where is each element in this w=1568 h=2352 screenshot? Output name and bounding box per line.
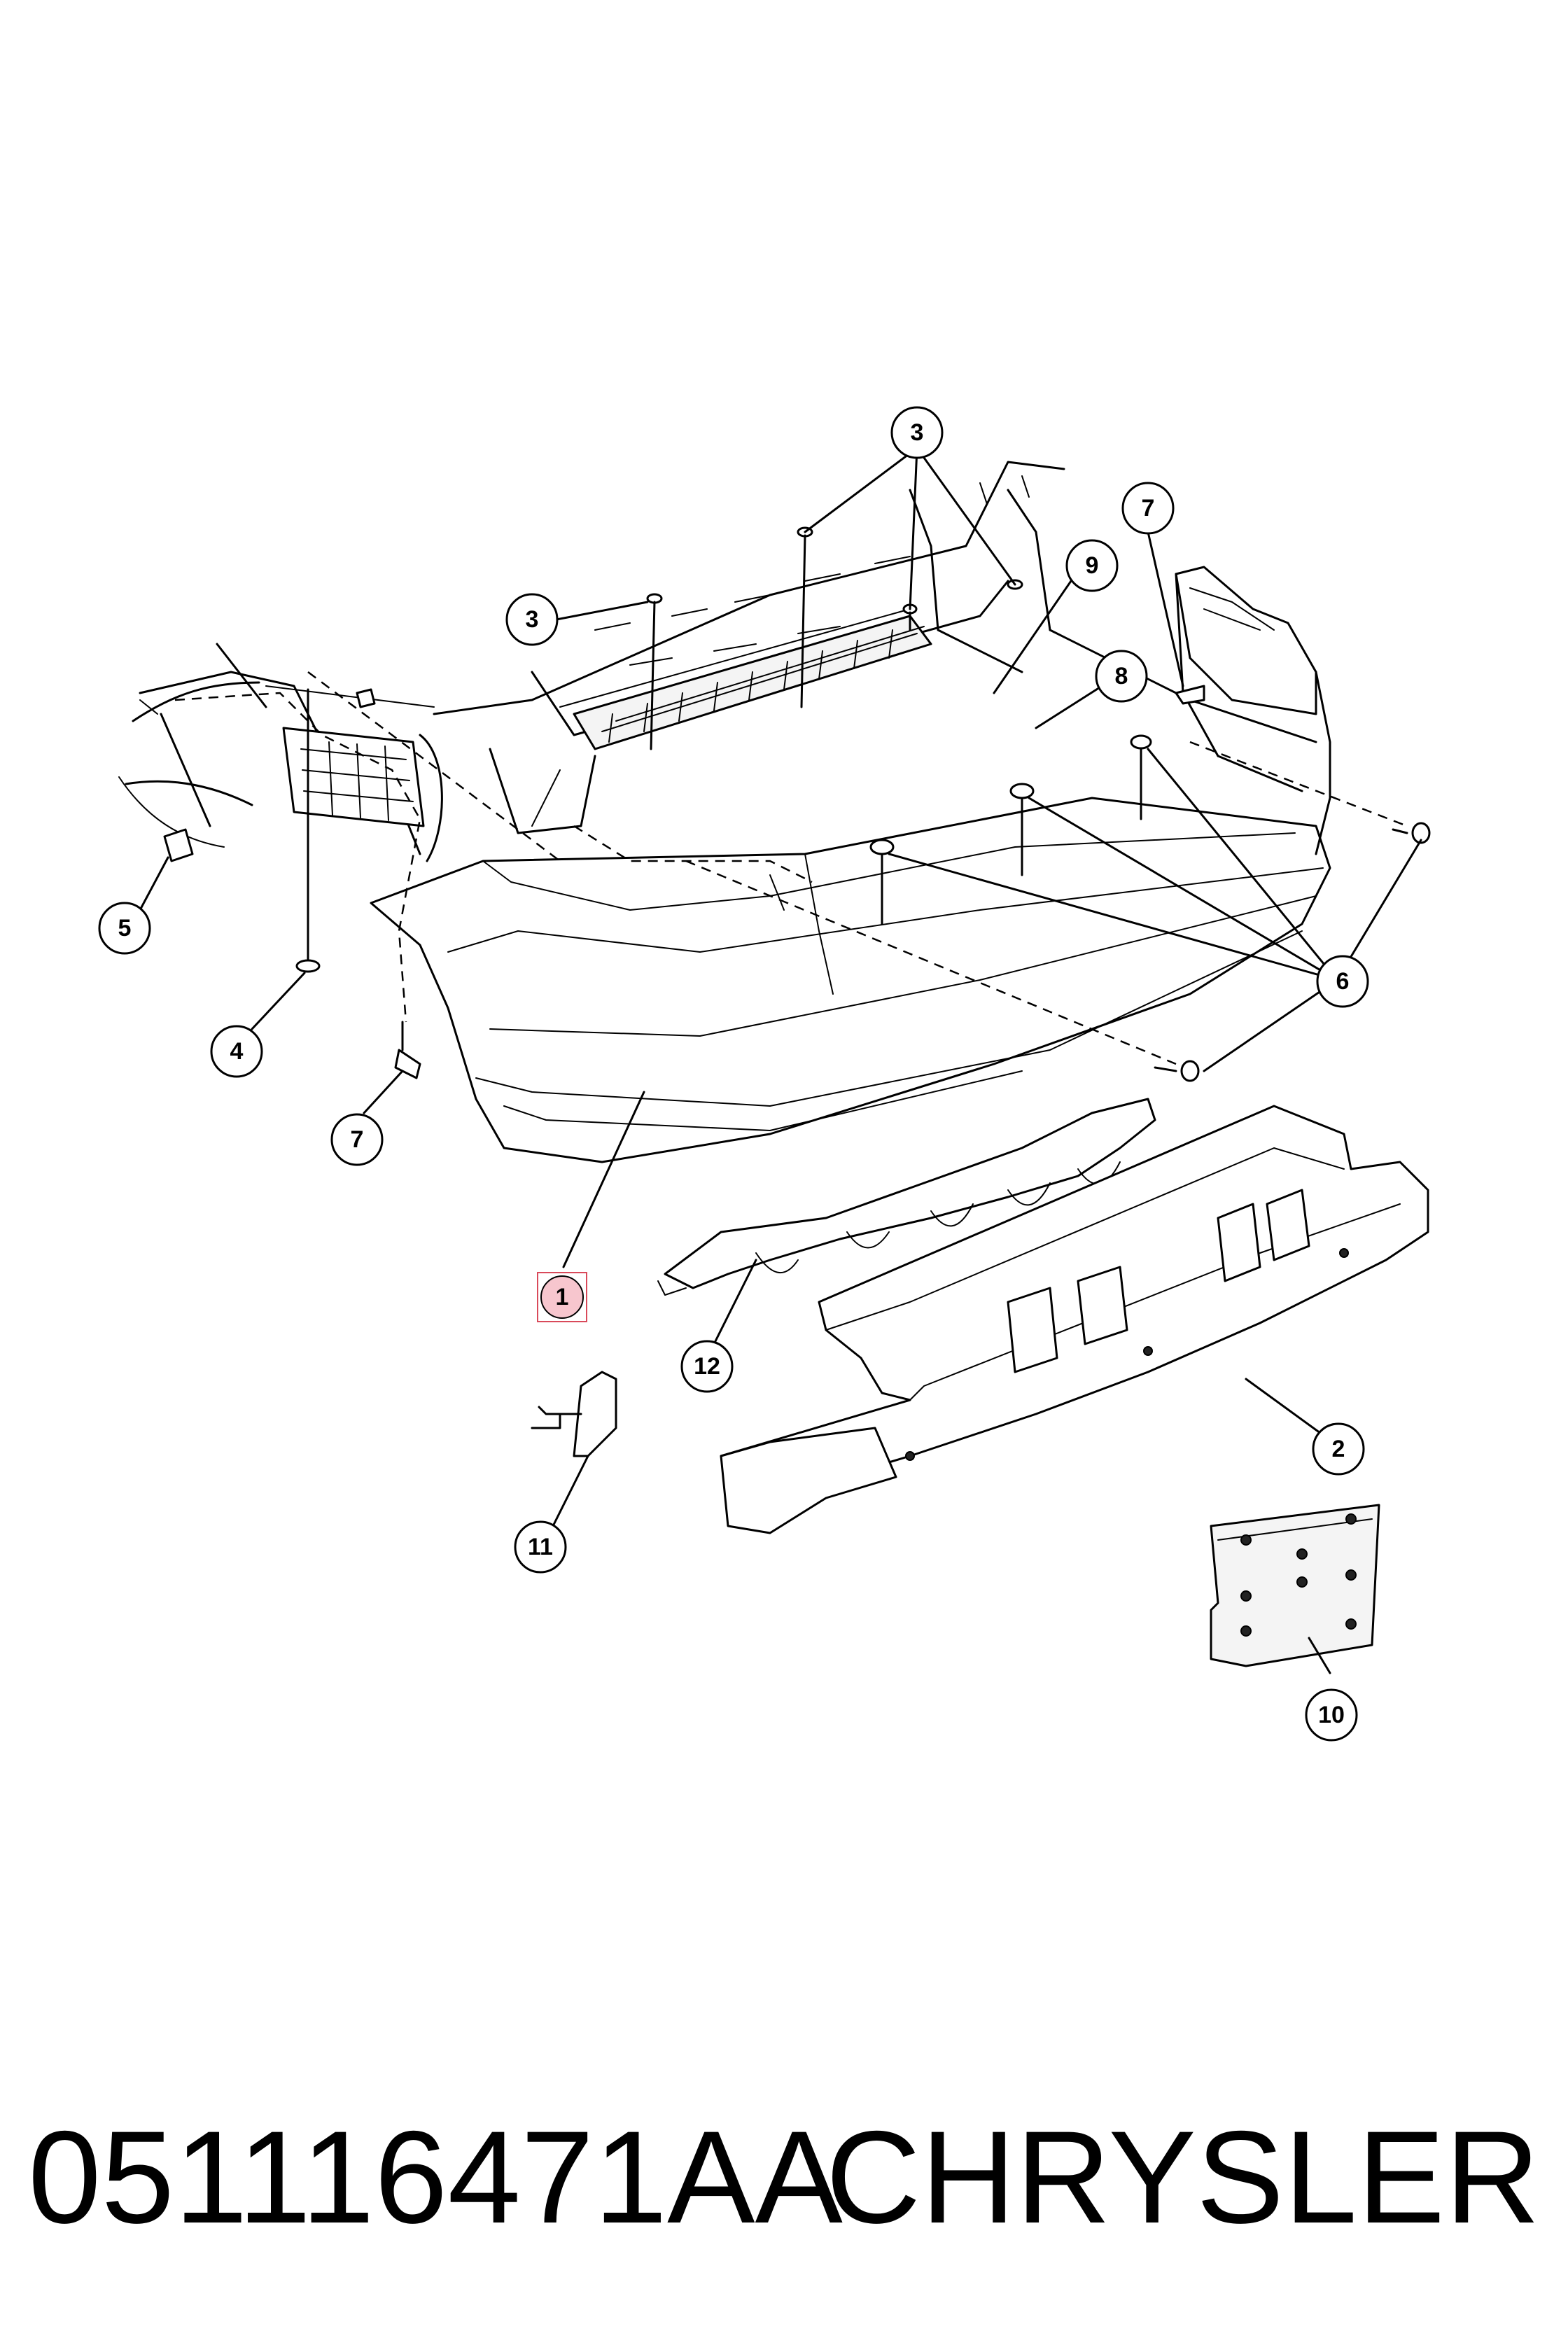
callout-circle xyxy=(1316,955,1369,1008)
callout-number: 10 xyxy=(1318,1702,1345,1728)
callout-circle xyxy=(1312,1422,1365,1476)
brand-name: CHRYSLER xyxy=(825,2104,1540,2250)
callout-number: 6 xyxy=(1336,968,1350,995)
screw-icon xyxy=(646,593,663,750)
callout-number: 8 xyxy=(1115,663,1128,690)
callout-9[interactable]: 9 xyxy=(1065,539,1119,592)
callout-number: 5 xyxy=(118,915,132,941)
license-plate-bracket xyxy=(1210,1504,1380,1667)
push-pin-icon xyxy=(869,839,895,925)
callout-12[interactable]: 12 xyxy=(680,1340,734,1393)
callout-circle xyxy=(98,902,151,955)
callout-4[interactable]: 4 xyxy=(210,1025,263,1078)
callout-number: 4 xyxy=(230,1038,244,1065)
tow-hook-cover xyxy=(531,1371,617,1457)
callout-6[interactable]: 6 xyxy=(1316,955,1369,1008)
callouts: 3 3 7 9 8 5 6 4 7 1 12 2 11 10 xyxy=(98,406,1369,1742)
callout-circle xyxy=(330,1113,384,1166)
callout-number: 12 xyxy=(694,1353,720,1380)
push-pin-icon xyxy=(1392,822,1431,844)
callout-circle xyxy=(514,1520,567,1574)
callout-circle xyxy=(505,593,559,646)
push-pin-icon xyxy=(1009,783,1035,876)
callout-number: 11 xyxy=(528,1534,553,1560)
clip-icon xyxy=(356,688,376,708)
callout-2[interactable]: 2 xyxy=(1312,1422,1365,1476)
nut-icon xyxy=(295,688,321,973)
callout-3[interactable]: 3 xyxy=(505,593,559,646)
highlight-box xyxy=(537,1272,587,1322)
callout-number: 7 xyxy=(1142,495,1155,522)
part-number: 051116471AA xyxy=(28,2104,843,2250)
callout-circle xyxy=(680,1340,734,1393)
fasteners xyxy=(163,526,1431,1082)
callout-circle xyxy=(1305,1688,1358,1742)
callout-number: 7 xyxy=(351,1126,364,1153)
callout-circle xyxy=(540,1275,584,1319)
callout-3[interactable]: 3 xyxy=(890,406,944,459)
callout-number: 3 xyxy=(526,606,539,633)
bumper-reinforcement xyxy=(720,1105,1429,1534)
energy-absorber xyxy=(657,1098,1156,1296)
leader-lines xyxy=(139,447,1422,1674)
footer-caption: 051116471AA CHRYSLER xyxy=(28,2086,1540,2268)
callout-1[interactable]: 1 xyxy=(537,1272,587,1322)
callout-circle xyxy=(890,406,944,459)
push-pin-icon xyxy=(1154,1060,1200,1082)
callout-circle xyxy=(210,1025,263,1078)
callout-number: 9 xyxy=(1086,552,1099,579)
callout-number: 3 xyxy=(911,419,924,446)
callout-7[interactable]: 7 xyxy=(1121,482,1175,535)
dashed-guide-lines xyxy=(174,671,1408,1065)
push-pin-icon xyxy=(1130,734,1152,820)
bumper-fascia xyxy=(370,797,1331,1163)
callout-circle xyxy=(1065,539,1119,592)
callout-circle xyxy=(1095,650,1148,703)
callout-10[interactable]: 10 xyxy=(1305,1688,1358,1742)
callout-circle xyxy=(1121,482,1175,535)
callout-8[interactable]: 8 xyxy=(1095,650,1148,703)
callout-number: 1 xyxy=(556,1284,569,1310)
clip-icon xyxy=(163,828,194,862)
vehicle-body-drawing xyxy=(118,461,1331,862)
callout-5[interactable]: 5 xyxy=(98,902,151,955)
retainer-icon xyxy=(1175,685,1205,705)
callout-7[interactable]: 7 xyxy=(330,1113,384,1166)
callout-number: 2 xyxy=(1332,1436,1345,1462)
retainer-icon xyxy=(394,1021,421,1079)
callout-11[interactable]: 11 xyxy=(514,1520,567,1574)
